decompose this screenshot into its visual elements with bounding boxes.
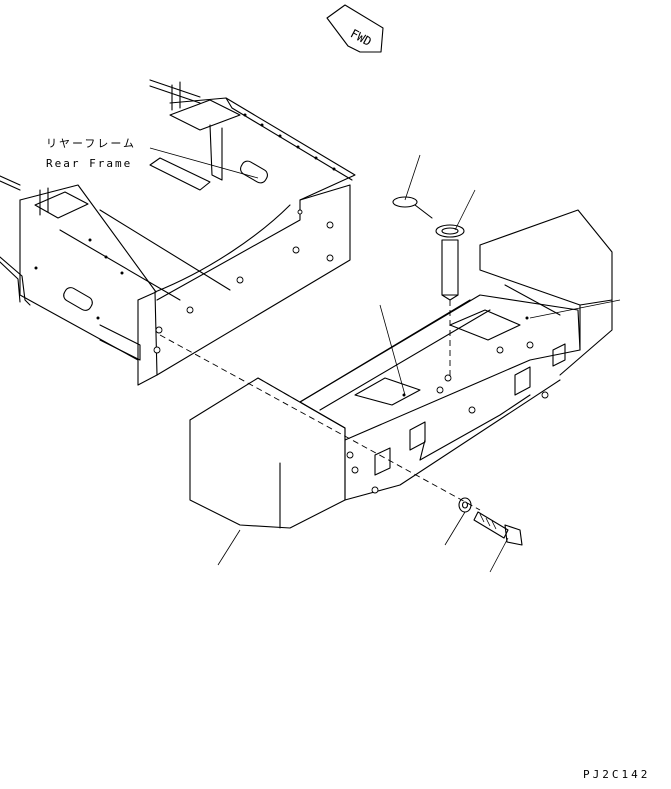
bolt bbox=[473, 511, 523, 546]
washer bbox=[458, 497, 472, 513]
lifting-eye-pin bbox=[435, 224, 465, 301]
drawing-code: PJ2C142 bbox=[583, 768, 651, 781]
forward-arrow-icon: FWD bbox=[326, 4, 384, 53]
rear-frame bbox=[0, 79, 356, 386]
lock-pin bbox=[392, 196, 433, 219]
rear-frame-label-ja: リヤーフレーム bbox=[46, 137, 137, 150]
rear-frame-label-en: Rear Frame bbox=[46, 157, 133, 170]
counterweight bbox=[189, 209, 613, 529]
forward-arrow-label: FWD bbox=[348, 26, 374, 49]
leader-lines bbox=[217, 154, 621, 573]
rear-frame-leader bbox=[149, 147, 259, 179]
